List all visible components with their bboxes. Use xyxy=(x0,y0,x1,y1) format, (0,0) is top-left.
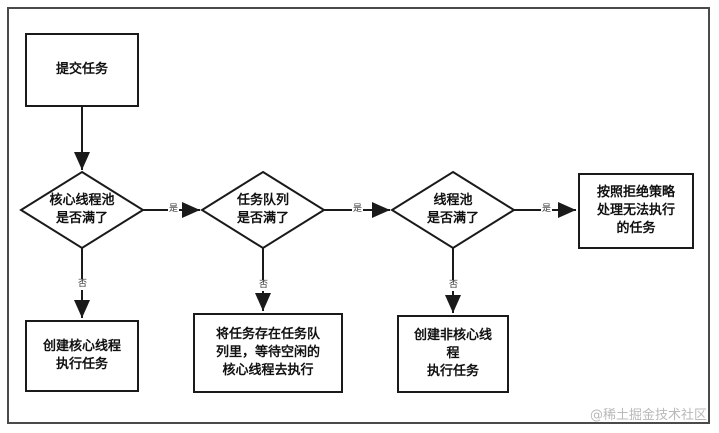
submit-task-node: 提交任务 xyxy=(25,33,139,107)
reject-policy-node: 按照拒绝策略 处理无法执行 的任务 xyxy=(578,173,694,249)
edge-label-queue-yes: 是 xyxy=(352,204,364,215)
watermark: @稀土掘金技术社区 xyxy=(589,408,707,423)
edge-label-pool-no: 否 xyxy=(448,280,460,291)
pool-decision-label: 线程池 是否满了 xyxy=(426,193,479,226)
edge-label-core-no: 否 xyxy=(77,279,89,290)
queue-decision-label: 任务队列 是否满了 xyxy=(236,193,289,226)
create-core-thread-label: 创建核心线程 执行任务 xyxy=(42,339,121,372)
create-non-core-thread-label: 创建非核心线 程 执行任务 xyxy=(413,328,492,379)
submit-task-label: 提交任务 xyxy=(55,62,108,77)
edge-label-core-yes: 是 xyxy=(168,204,180,215)
diagram-frame xyxy=(7,7,710,424)
enqueue-task-label: 将任务存在任务队 列里，等待空闲的 核心线程去执行 xyxy=(215,327,320,378)
enqueue-task-node: 将任务存在任务队 列里，等待空闲的 核心线程去执行 xyxy=(193,313,343,393)
create-non-core-thread-node: 创建非核心线 程 执行任务 xyxy=(397,315,509,393)
edge-label-pool-yes: 是 xyxy=(541,204,553,215)
create-core-thread-node: 创建核心线程 执行任务 xyxy=(25,320,139,392)
reject-policy-label: 按照拒绝策略 处理无法执行 的任务 xyxy=(596,185,675,236)
edge-label-queue-no: 否 xyxy=(258,280,270,291)
core-pool-decision-label: 核心线程池 是否满了 xyxy=(49,193,115,226)
